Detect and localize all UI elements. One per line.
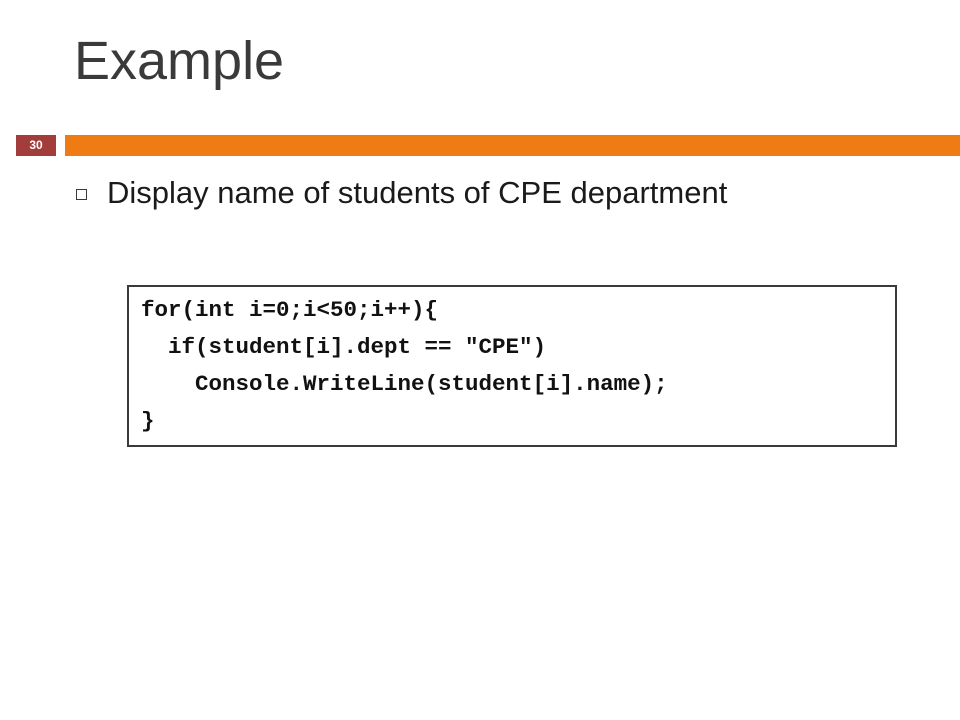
slide-title: Example <box>74 31 285 91</box>
bullet-item: Display name of students of CPE departme… <box>76 174 727 211</box>
hollow-square-bullet-icon <box>76 189 87 201</box>
accent-bar <box>65 135 960 156</box>
code-line: if(student[i].dept == "CPE") <box>141 334 547 360</box>
code-line: for(int i=0;i<50;i++){ <box>141 297 439 323</box>
code-block: for(int i=0;i<50;i++){ if(student[i].dep… <box>127 285 897 447</box>
bullet-text: Display name of students of CPE departme… <box>107 175 728 210</box>
code-line: } <box>141 408 155 434</box>
slide-number-badge: 30 <box>16 135 56 156</box>
code-line: Console.WriteLine(student[i].name); <box>141 371 668 397</box>
